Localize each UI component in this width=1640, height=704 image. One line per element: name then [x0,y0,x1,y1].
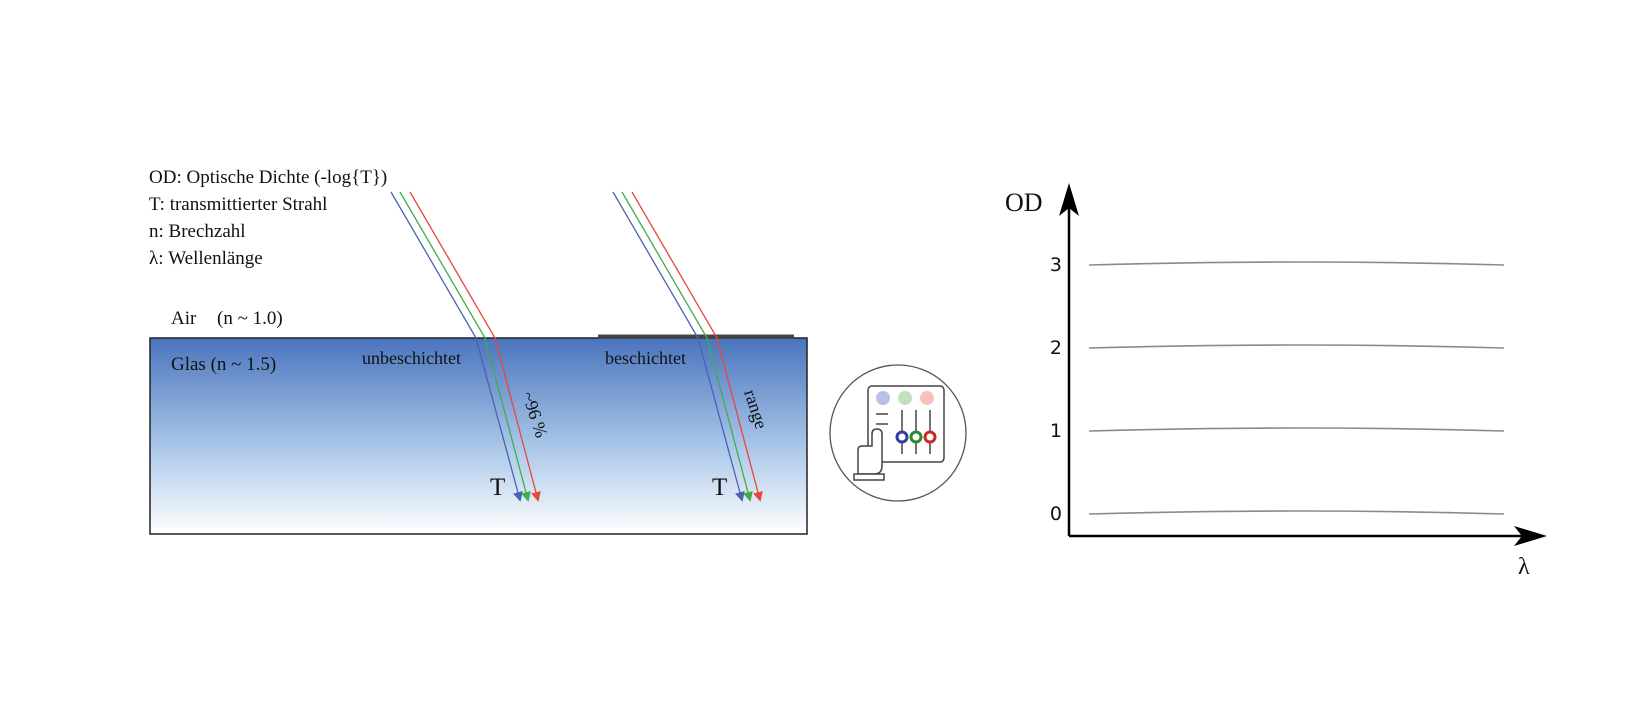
od-chart: OD λ 0 1 2 3 [1005,183,1547,580]
coated-blue-beam [612,191,745,502]
coated-red-beam [631,191,763,502]
od-line-3 [1088,261,1505,266]
legend-n: n: Brechzahl [149,221,246,242]
glass-label: Glas (n ~ 1.5) [171,354,276,375]
y-axis-label: OD [1005,188,1043,217]
glass-block [149,337,808,535]
uncoated-label: unbeschichtet [362,348,461,368]
x-axis-label: λ [1518,554,1530,580]
coated-label: beschichtet [605,348,686,368]
legend-od: OD: Optische Dichte (-log{T}) [149,167,387,188]
mixer-panel-icon [829,364,967,502]
uncoated-red-beam [409,191,541,502]
coating-layer [598,334,794,339]
od-line-0 [1088,510,1505,515]
air-label: Air [171,308,197,329]
od-line-2 [1088,344,1505,349]
y-axis-arrow-icon [1059,183,1079,216]
coated-t-label: T [712,474,727,501]
tick-label-0: 0 [1050,503,1062,525]
coated-green-beam [621,191,753,502]
tick-label-3: 3 [1050,254,1062,276]
air-index: (n ~ 1.0) [217,308,283,329]
legend-t: T: transmittierter Strahl [149,194,327,215]
uncoated-blue-beam [390,191,523,502]
x-axis-arrow-icon [1514,526,1547,546]
legend: OD: Optische Dichte (-log{T}) T: transmi… [149,167,387,269]
uncoated-green-beam [399,191,531,502]
uncoated-beams [390,191,541,502]
tick-label-2: 2 [1050,337,1062,359]
tick-label-1: 1 [1050,420,1062,442]
od-line-1 [1088,427,1505,432]
uncoated-t-label: T [490,474,505,501]
coated-beams [612,191,763,502]
legend-lambda: λ: Wellenlänge [149,248,263,269]
